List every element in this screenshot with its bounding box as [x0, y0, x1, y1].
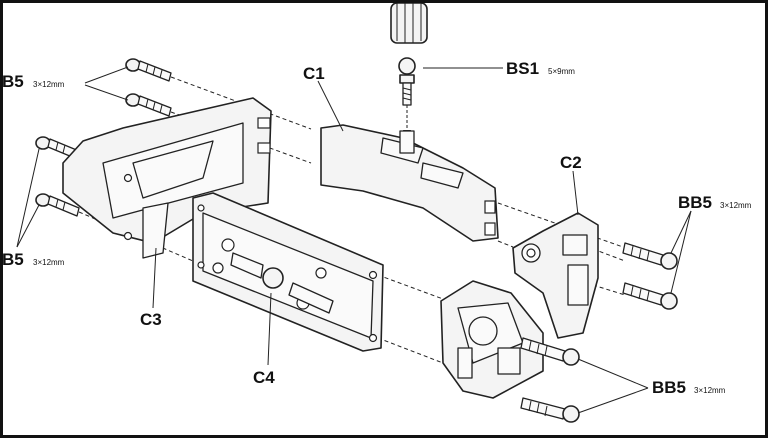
part-rear-block — [440, 280, 544, 399]
screw-bb5-bottom-1 — [520, 337, 580, 366]
label-bb5-bottom-size: 3×12mm — [694, 386, 726, 395]
label-bs1: BS1 — [506, 59, 539, 78]
part-c4-plate — [192, 192, 384, 352]
part-c3-bracket — [62, 97, 272, 259]
label-c3: C3 — [140, 310, 162, 329]
hex-wrench-tool — [390, 3, 428, 44]
label-b5-top: B5 — [3, 72, 24, 91]
screw-b5-left-2 — [35, 193, 80, 217]
label-bb5-bottom: BB5 — [652, 378, 686, 397]
label-bb5-right-size: 3×12mm — [720, 201, 752, 210]
label-b5-left: B5 — [3, 250, 24, 269]
assembly-diagram: B5 3×12mm B5 3×12mm C1 BS1 5×9mm C2 BB5 … — [3, 3, 752, 423]
screw-b5-top-1 — [125, 58, 172, 82]
label-c4: C4 — [253, 368, 275, 387]
ball-stud-bs1 — [398, 57, 416, 138]
label-c2: C2 — [560, 153, 582, 172]
label-bs1-size: 5×9mm — [548, 67, 575, 76]
label-bb5-right: BB5 — [678, 193, 712, 212]
screw-bb5-bottom-2 — [520, 397, 580, 423]
label-b5-left-size: 3×12mm — [33, 258, 65, 267]
screw-bb5-right-2 — [622, 282, 678, 310]
label-b5-top-size: 3×12mm — [33, 80, 65, 89]
screw-bb5-right-1 — [622, 242, 678, 270]
part-c2-arm — [512, 212, 599, 339]
part-c1-arm — [320, 124, 499, 242]
label-c1: C1 — [303, 64, 325, 83]
screw-b5-top-2 — [125, 93, 172, 117]
